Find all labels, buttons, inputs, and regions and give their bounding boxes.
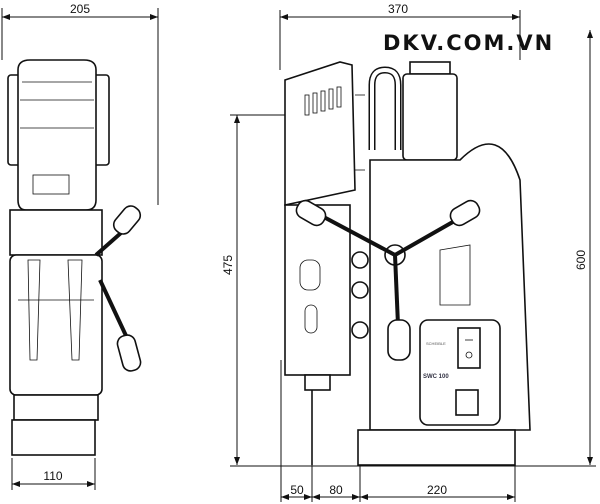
dim-label-220: 220 [427, 483, 447, 497]
dim-label-50: 50 [290, 483, 304, 497]
dim-label-370: 370 [388, 2, 408, 16]
dim-label-110: 110 [43, 469, 62, 483]
model-label: SWC 100 [423, 374, 449, 380]
dim-label-600: 600 [574, 250, 588, 270]
dimension-205: 205 [1, 2, 159, 205]
dim-label-205: 205 [70, 2, 90, 16]
dimension-110: 110 [11, 458, 96, 490]
dimension-370: 370 [279, 2, 521, 70]
dimension-475: 475 [221, 114, 290, 465]
front-view-drill [7, 59, 142, 456]
control-panel: SCHEIBLE SWC 100 [419, 319, 501, 426]
side-view-drill: SCHEIBLE SWC 100 [284, 61, 531, 466]
maker-label: SCHEIBLE [426, 341, 446, 346]
dimension-600: 600 [230, 30, 596, 467]
brand-watermark: DKV.COM.VN [383, 31, 554, 55]
dim-label-80: 80 [329, 483, 343, 497]
dimension-bottom: 50 80 220 [280, 360, 516, 502]
dim-label-475: 475 [221, 255, 235, 275]
